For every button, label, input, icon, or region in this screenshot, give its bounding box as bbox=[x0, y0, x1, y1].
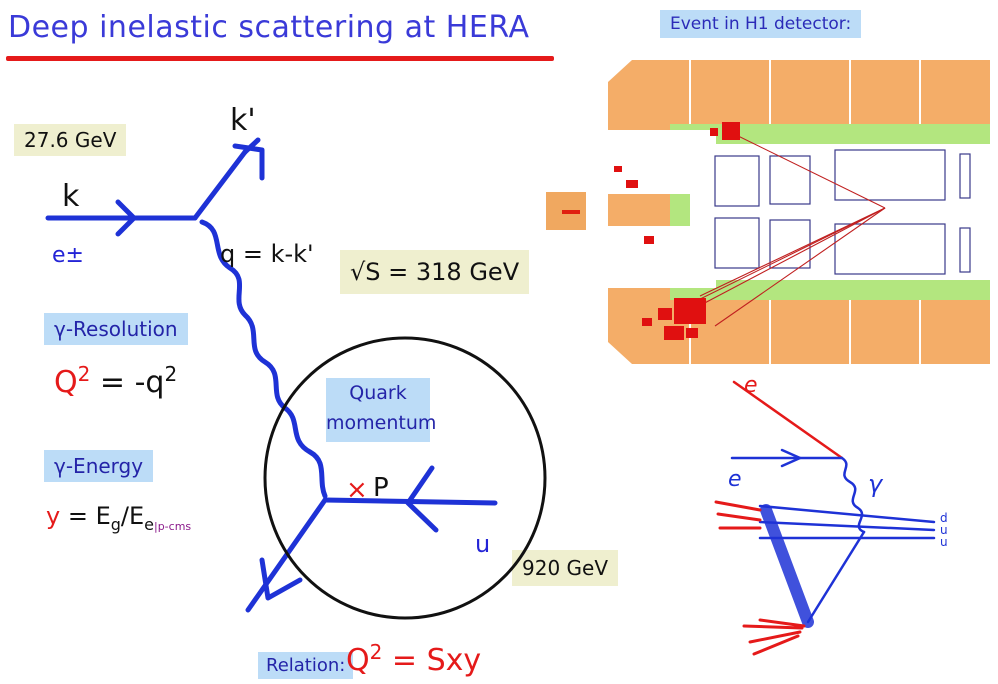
energy-label: γ-Energy bbox=[44, 450, 154, 482]
y-eq: = E bbox=[60, 502, 111, 530]
energy-deposit-top bbox=[722, 122, 740, 140]
handdrawn-feynman-sketch: e e γ d u u bbox=[714, 373, 948, 656]
quark-momentum-line1: Quark bbox=[349, 382, 407, 404]
proton-arrow bbox=[405, 465, 439, 533]
label-e-pm: e± bbox=[52, 243, 84, 268]
sketch-label-e-out: e bbox=[744, 373, 758, 398]
sketch-photon bbox=[840, 456, 866, 534]
label-q-def: q = k-k' bbox=[220, 240, 314, 268]
photon-line bbox=[199, 219, 328, 499]
interaction-circle bbox=[263, 336, 547, 620]
e-subscript: e|p-cms bbox=[144, 514, 192, 534]
g-subscript: g bbox=[110, 514, 121, 534]
label-u: u bbox=[475, 530, 490, 558]
y-symbol: y bbox=[46, 502, 61, 530]
sketch-label-u1: u bbox=[940, 523, 948, 537]
q-squared-exponent: 2 bbox=[164, 362, 178, 386]
energy-formula: y = Eg/Ee|p-cms bbox=[46, 502, 191, 534]
sketch-label-u2: u bbox=[940, 535, 948, 549]
label-x-mark: × bbox=[346, 475, 368, 505]
q2-exponent: 2 bbox=[77, 362, 91, 386]
incoming-electron-arrow bbox=[115, 199, 137, 237]
feynman-diagram: k k' e± q = k-k' × P u bbox=[45, 103, 547, 620]
outgoing-quark-arrow bbox=[259, 557, 303, 601]
q2-definition: = -q bbox=[90, 365, 165, 400]
relation-label: Relation: bbox=[258, 652, 354, 679]
sketch-label-d: d bbox=[940, 511, 948, 525]
q2-symbol: Q bbox=[54, 365, 78, 400]
label-k: k bbox=[62, 179, 80, 214]
label-p: P bbox=[373, 473, 389, 503]
relation-q: Q bbox=[346, 643, 370, 678]
outgoing-electron-line bbox=[192, 149, 248, 221]
slash-e: /E bbox=[120, 502, 145, 530]
resolution-formula: Q2 = -q2 bbox=[54, 362, 177, 400]
electron-energy-box: 27.6 GeV bbox=[14, 124, 127, 156]
relation-rhs: = Sxy bbox=[382, 643, 482, 678]
proton-energy-box: 920 GeV bbox=[512, 550, 619, 586]
title-underline bbox=[6, 56, 554, 61]
pcms-subscript: |p-cms bbox=[153, 519, 192, 533]
page-title: Deep inelastic scattering at HERA bbox=[8, 10, 530, 45]
label-k-prime: k' bbox=[230, 103, 256, 138]
sketch-label-e-in: e bbox=[728, 467, 742, 492]
sketch-electron-out bbox=[732, 380, 844, 460]
center-of-mass-energy-box: √S = 318 GeV bbox=[340, 250, 530, 294]
quark-momentum-line2: momentum bbox=[326, 412, 437, 434]
resolution-label: γ-Resolution bbox=[44, 313, 188, 345]
relation-exponent: 2 bbox=[369, 640, 383, 664]
quark-momentum-box: Quark momentum bbox=[326, 378, 437, 442]
energy-deposit-bottom bbox=[674, 298, 706, 324]
h1-event-display bbox=[546, 60, 990, 364]
relation-formula: Q2 = Sxy bbox=[346, 640, 481, 678]
outgoing-electron-arrow bbox=[232, 143, 265, 181]
event-label: Event in H1 detector: bbox=[660, 10, 862, 38]
sketch-label-gamma: γ bbox=[868, 470, 884, 498]
outgoing-electron-tip bbox=[242, 137, 261, 155]
